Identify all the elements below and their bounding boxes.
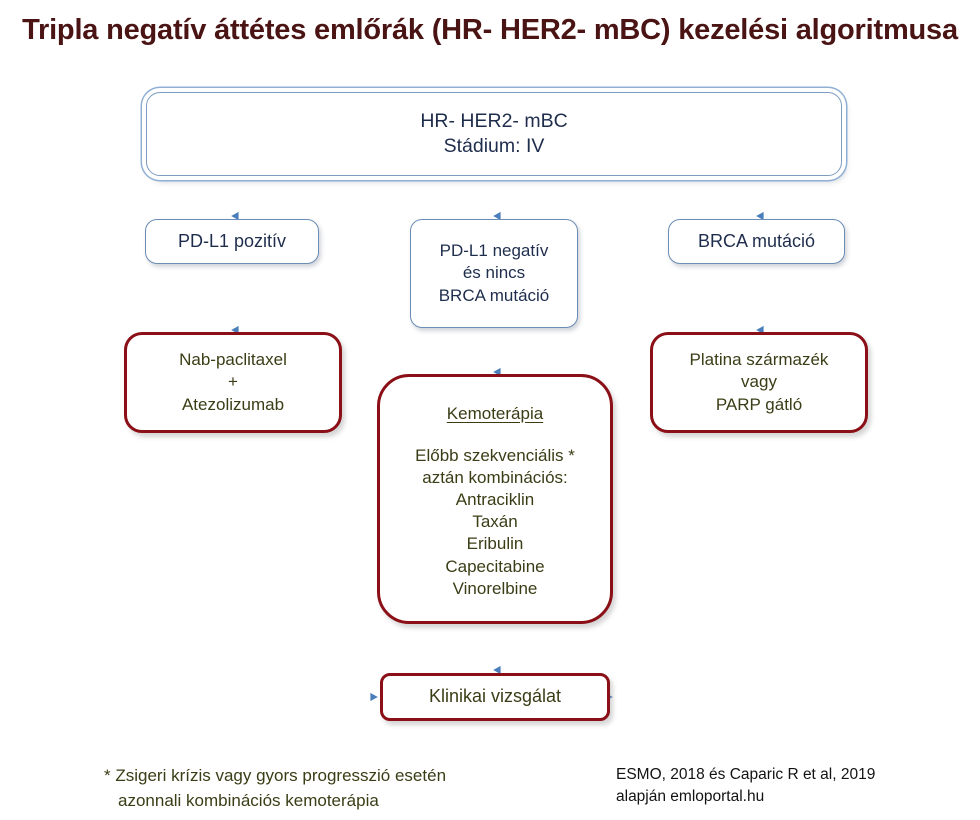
pdl1-negative-line-2: és nincs xyxy=(462,263,526,283)
chemotherapy-drug: Antraciklin xyxy=(455,490,535,510)
therapy-right-line-2: vagy xyxy=(741,372,777,392)
node-therapy-nab-paclitaxel-atezolizumab[interactable]: Nab-paclitaxel + Atezolizumab xyxy=(124,332,342,433)
chemotherapy-drug: Capecitabine xyxy=(445,556,545,576)
therapy-right-line-1: Platina származék xyxy=(689,350,829,370)
chemotherapy-drug: Vinorelbine xyxy=(452,578,538,598)
root-line-1: HR- HER2- mBC xyxy=(420,109,568,132)
footnote: * Zsigeri krízis vagy gyors progresszió … xyxy=(104,764,534,813)
therapy-left-line-2: + xyxy=(228,372,238,392)
node-therapy-platinum-parp[interactable]: Platina származék vagy PARP gátló xyxy=(650,332,868,433)
clinical-trial-label: Klinikai vizsgálat xyxy=(428,686,562,707)
therapy-right-line-3: PARP gátló xyxy=(715,394,803,414)
chemotherapy-line-2: aztán kombinációs: xyxy=(422,468,568,488)
credit-line-2: alapján emloportal.hu xyxy=(616,788,765,805)
footnote-line-1: * Zsigeri krízis vagy gyors progresszió … xyxy=(104,766,447,785)
chemotherapy-heading: Kemoterápia xyxy=(446,404,544,423)
therapy-left-line-3: Atezolizumab xyxy=(181,394,285,414)
node-root-diagnosis[interactable]: HR- HER2- mBC Stádium: IV xyxy=(146,92,842,176)
node-pdl1-negative[interactable]: PD-L1 negatív és nincs BRCA mutáció xyxy=(410,219,578,328)
pdl1-negative-line-3: BRCA mutáció xyxy=(438,285,550,305)
chemotherapy-drug: Eribulin xyxy=(466,534,524,554)
node-therapy-chemotherapy[interactable]: Kemoterápia Előbb szekvenciális * aztán … xyxy=(377,374,613,624)
credit-line-1: ESMO, 2018 és Caparic R et al, 2019 xyxy=(616,766,876,783)
pdl1-negative-line-1: PD-L1 negatív xyxy=(439,241,549,261)
root-line-2: Stádium: IV xyxy=(443,135,545,157)
pdl1-positive-label: PD-L1 pozitív xyxy=(177,230,287,251)
footnote-line-2: azonnali kombinációs kemoterápia xyxy=(118,790,379,810)
therapy-left-line-1: Nab-paclitaxel xyxy=(179,350,287,370)
node-clinical-trial[interactable]: Klinikai vizsgálat xyxy=(380,673,610,721)
node-brca-mutation[interactable]: BRCA mutáció xyxy=(668,219,845,264)
source-credit: ESMO, 2018 és Caparic R et al, 2019 alap… xyxy=(616,764,956,808)
chemotherapy-line-1: Előbb szekvenciális * xyxy=(415,446,575,466)
chemotherapy-drug: Taxán xyxy=(472,512,518,532)
brca-mutation-label: BRCA mutáció xyxy=(697,230,816,251)
page-title: Tripla negatív áttétes emlőrák (HR- HER2… xyxy=(22,14,958,46)
node-pdl1-positive[interactable]: PD-L1 pozitív xyxy=(145,219,319,264)
